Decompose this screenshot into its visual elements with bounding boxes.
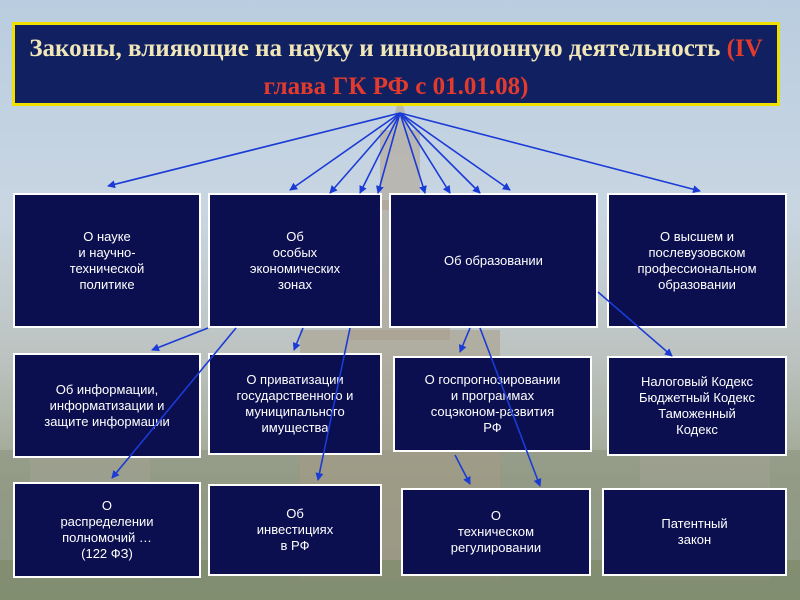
box-education: Об образовании <box>389 193 598 328</box>
title-main-text: Законы, влияющие на науку и инновационну… <box>29 35 727 62</box>
box-patent-law: Патентный закон <box>602 488 787 576</box>
box-special-economic-zones: Об особых экономических зонах <box>208 193 382 328</box>
box-investments: Об инвестициях в РФ <box>208 484 382 576</box>
box-codes: Налоговый Кодекс Бюджетный Кодекс Таможе… <box>607 356 787 456</box>
box-privatization: О приватизации государственного и муници… <box>208 353 382 455</box>
title-box: Законы, влияющие на науку и инновационну… <box>12 22 780 106</box>
title-accent-text: (IV глава ГК РФ с 01.01.08) <box>263 35 763 100</box>
box-powers-distribution: О распределении полномочий … (122 ФЗ) <box>13 482 201 578</box>
box-forecasting: О госпрогнозировании и программах соцэко… <box>393 356 592 452</box>
box-information: Об информации, информатизации и защите и… <box>13 353 201 458</box>
box-technical-regulation: О техническом регулировании <box>401 488 591 576</box>
box-higher-education: О высшем и послевузовском профессиональн… <box>607 193 787 328</box>
box-science-policy: О науке и научно- технической политике <box>13 193 201 328</box>
